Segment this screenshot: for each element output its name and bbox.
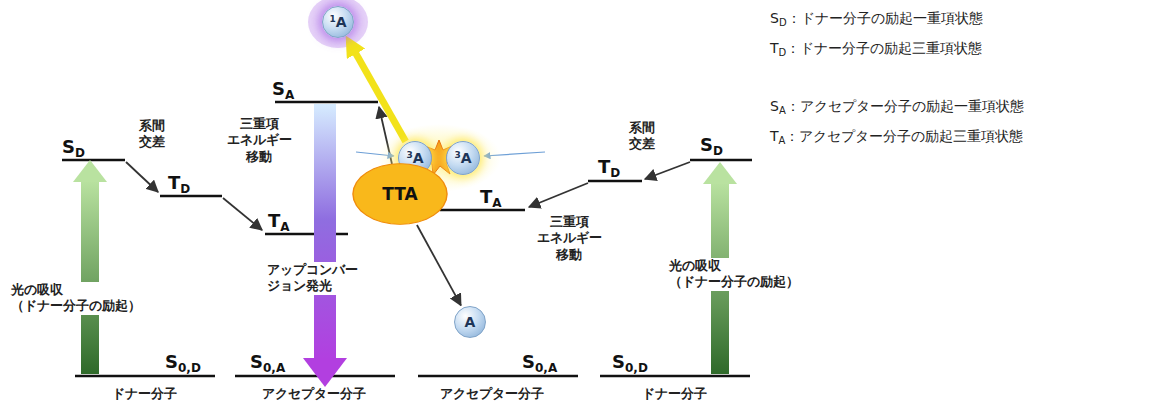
process-name: 三重項 エネルギー 移動 xyxy=(532,214,606,263)
node-text: A xyxy=(465,314,476,330)
absorption-arrow xyxy=(73,160,737,374)
level-name: SA xyxy=(272,78,294,103)
process-name: 三重項 エネルギー 移動 xyxy=(222,116,296,165)
molecule-name: アクセプター分子 xyxy=(262,386,366,402)
process-name: 系間 交差 xyxy=(626,120,658,153)
energy-up-arrow xyxy=(351,45,406,142)
ground-acceptor: A xyxy=(454,306,486,338)
level-name: SD xyxy=(700,134,723,159)
level-name: TD xyxy=(168,172,190,197)
node-text: 3A xyxy=(406,150,423,166)
legend-entry: SD：ドナー分子の励起一重項状態 xyxy=(770,10,983,30)
level-name: S0,D xyxy=(612,351,648,376)
ground-levels xyxy=(75,375,750,378)
level-name: S0,A xyxy=(522,351,557,376)
transfer-arrow xyxy=(126,107,690,230)
legend-entry: SA：アクセプター分子の励起一重項状態 xyxy=(770,98,1024,118)
level-name: S0,A xyxy=(250,351,285,376)
process-name: 光の吸収 （ドナー分子の励起） xyxy=(668,258,810,291)
molecule-name: ドナー分子 xyxy=(642,386,707,402)
singlet-glow xyxy=(308,0,368,48)
legend-entry: TD：ドナー分子の励起三重項状態 xyxy=(770,40,982,60)
relaxation-arrow xyxy=(417,225,461,305)
level-name: TD xyxy=(598,156,620,181)
node-text: TTA xyxy=(382,184,417,204)
level-name: S0,D xyxy=(165,351,201,376)
node-text: 3A xyxy=(454,150,471,166)
triplet-acceptor: 3A xyxy=(446,141,480,175)
emission-arrow xyxy=(303,104,347,387)
level-name: SD xyxy=(62,136,85,161)
singlet-acceptor: 1A xyxy=(322,6,354,38)
level-name: TA xyxy=(268,210,290,235)
node-text: 1A xyxy=(329,14,346,30)
process-name: アップコンバー ジョン発光 xyxy=(266,262,372,295)
process-name: 系間 交差 xyxy=(136,118,168,151)
molecule-name: ドナー分子 xyxy=(112,386,177,402)
excited-levels xyxy=(62,102,752,234)
legend-entry: TA：アクセプター分子の励起三重項状態 xyxy=(770,128,1023,148)
molecule-name: アクセプター分子 xyxy=(440,386,544,402)
process-name: 光の吸収 （ドナー分子の励起） xyxy=(10,282,152,315)
tta-burst: TTA xyxy=(352,163,448,225)
level-name: TA xyxy=(480,186,502,211)
